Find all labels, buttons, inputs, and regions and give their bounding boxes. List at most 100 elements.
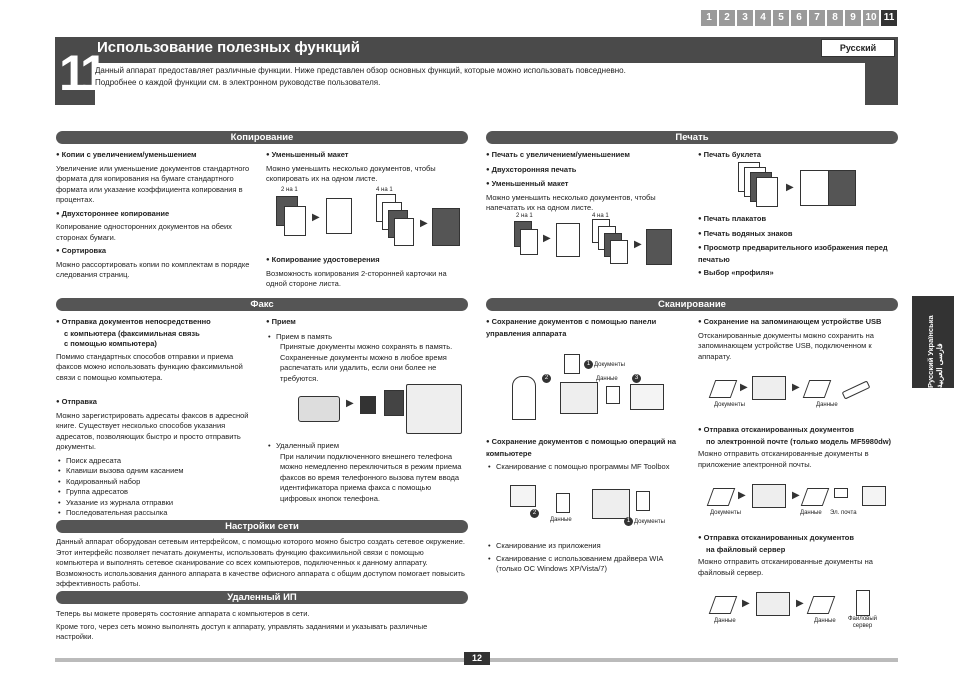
scanner-icon bbox=[752, 484, 786, 508]
usb-drive-icon bbox=[841, 380, 871, 400]
chapter-tab-8[interactable]: 8 bbox=[827, 10, 843, 26]
copy-zoom-text: Увеличение или уменьшение документов ста… bbox=[56, 163, 250, 205]
fax-send-item: Последовательная рассылка bbox=[56, 508, 258, 519]
copy-reduce-text: Можно уменьшить несколько документов, чт… bbox=[266, 163, 436, 184]
chapter-tab-3[interactable]: 3 bbox=[737, 10, 753, 26]
section-print-title: Печать bbox=[486, 131, 898, 144]
chapter-tab-1[interactable]: 1 bbox=[701, 10, 717, 26]
scan-pc-heading: Сохранение документов с помощью операций… bbox=[486, 437, 686, 459]
scanner-icon bbox=[752, 376, 786, 400]
scan-fs-server-label-1: Файловый bbox=[848, 616, 878, 622]
chapter-tab-2[interactable]: 2 bbox=[719, 10, 735, 26]
side-tab-label: Русский Українська فارسی العربية bbox=[926, 315, 944, 388]
copy-id-text: Возможность копирования 2-сторонней карт… bbox=[266, 268, 447, 289]
scan-usb-docs-label: Документы bbox=[714, 402, 745, 408]
intro-line-1: Данный аппарат предоставляет различные ф… bbox=[95, 66, 626, 75]
chapter-tab-4[interactable]: 4 bbox=[755, 10, 771, 26]
scan-email-illustration: ▶ ▶ Документы Данные Эл. почта bbox=[706, 482, 888, 518]
print-4in1-label: 4 на 1 bbox=[592, 213, 609, 219]
section-network-title: Настройки сети bbox=[56, 520, 468, 533]
scan-wia-item: Сканирование с использованием драйвера W… bbox=[486, 554, 686, 575]
scan-app-item: Сканирование из приложения bbox=[486, 541, 686, 552]
file-server-icon bbox=[856, 590, 870, 616]
scan-pc-block: Сохранение документов с помощью операций… bbox=[486, 437, 686, 473]
print-preview-item: Просмотр предварительного изображения пе… bbox=[698, 243, 900, 265]
chapter-tab-7[interactable]: 7 bbox=[809, 10, 825, 26]
copy-duplex-heading: Двухстороннее копирование bbox=[56, 209, 258, 221]
fax-send-item: Указание из журнала отправки bbox=[56, 498, 258, 509]
fax-pc-heading-2: с компьютера (факсимильная связь bbox=[64, 328, 200, 338]
chapter-tab-5[interactable]: 5 bbox=[773, 10, 789, 26]
pc-monitor-icon bbox=[510, 485, 536, 507]
print-zoom-item: Печать с увеличением/уменьшением bbox=[486, 150, 686, 162]
printer-icon bbox=[406, 384, 462, 434]
intro-text: Данный аппарат предоставляет различные ф… bbox=[95, 63, 865, 105]
scan-pc-illustration: 2 Данные 1 Документы bbox=[496, 485, 676, 531]
fax-remote-heading: Удаленный прием bbox=[266, 441, 466, 452]
scan-email-heading-1: Отправка отсканированных документов bbox=[698, 425, 898, 437]
scan-email-text: Можно отправить отсканированные документ… bbox=[698, 449, 869, 469]
fax-send-heading: Отправка bbox=[56, 397, 258, 409]
scan-fs-server-label-2: сервер bbox=[852, 623, 873, 629]
scan-panel-heading: Сохранение документов с помощью панели у… bbox=[486, 317, 676, 339]
remote-ui-block: Теперь вы можете проверять состояние апп… bbox=[56, 609, 466, 643]
print-watermark-item: Печать водяных знаков bbox=[698, 229, 900, 241]
remote-ui-text-2: Кроме того, через сеть можно выполнять д… bbox=[56, 621, 428, 642]
scanner-icon bbox=[560, 382, 598, 414]
scan-fs-data-label-1: Данные bbox=[714, 618, 736, 624]
chapter-tab-10[interactable]: 10 bbox=[863, 10, 879, 26]
print-poster-item: Печать плакатов bbox=[698, 214, 900, 226]
step-3-badge: 3 bbox=[632, 374, 641, 383]
scan-fs-data-label-2: Данные bbox=[814, 618, 836, 624]
fax-pc-text: Помимо стандартных способов отправки и п… bbox=[56, 351, 243, 382]
copy-2in1-label: 2 на 1 bbox=[281, 187, 298, 193]
page-number: 12 bbox=[464, 652, 490, 665]
scan-pc-data-label: Данные bbox=[550, 517, 572, 523]
fax-memory-heading: Прием в память bbox=[266, 332, 466, 343]
scan-pc-docs-label: Документы bbox=[634, 519, 665, 525]
copy-sort-text: Можно рассортировать копии по комплектам… bbox=[56, 259, 250, 280]
print-reduce-text: Можно уменьшить несколько документов, чт… bbox=[486, 192, 656, 213]
step-2-badge: 2 bbox=[530, 509, 539, 518]
envelope-icon bbox=[834, 488, 848, 498]
fax-right-column: Прием Прием в память Принятые документы … bbox=[266, 317, 466, 384]
chapter-header: 11 Использование полезных функций Русски… bbox=[55, 37, 898, 105]
section-fax-title: Факс bbox=[56, 298, 468, 311]
step-1-badge: 1 bbox=[584, 360, 593, 369]
copy-id-block: Копирование удостоверения Возможность ко… bbox=[266, 255, 466, 290]
scan-fileserver-text: Можно отправить отсканированные документ… bbox=[698, 557, 873, 577]
language-badge: Русский bbox=[821, 39, 895, 57]
copy-4in1-label: 4 на 1 bbox=[376, 187, 393, 193]
remote-ui-text-1: Теперь вы можете проверять состояние апп… bbox=[56, 609, 310, 618]
section-scan-title: Сканирование bbox=[486, 298, 898, 311]
print-left-column: Печать с увеличением/уменьшением Двухсто… bbox=[486, 150, 686, 214]
copy-reduce-heading: Уменьшенный макет bbox=[266, 150, 466, 162]
chapter-tab-11[interactable]: 11 bbox=[881, 10, 897, 26]
scan-email-docs-label: Документы bbox=[710, 510, 741, 516]
language-side-tab: Русский Українська فارسی العربية bbox=[912, 296, 954, 388]
monitor-icon bbox=[862, 486, 886, 506]
fax-pc-heading-1: Отправка документов непосредственно bbox=[56, 317, 258, 329]
fax-send-item: Кодированный набор bbox=[56, 477, 258, 488]
section-remote-ui-title: Удаленный ИП bbox=[56, 591, 468, 604]
chapter-tab-9[interactable]: 9 bbox=[845, 10, 861, 26]
monitor-icon bbox=[630, 384, 664, 410]
fax-pc-heading-3: с помощью компьютера) bbox=[64, 339, 157, 348]
print-duplex-item: Двухсторонняя печать bbox=[486, 165, 686, 177]
print-booklet-block: Печать буклета bbox=[698, 150, 898, 162]
copy-id-heading: Копирование удостоверения bbox=[266, 255, 466, 267]
fax-send-item: Группа адресатов bbox=[56, 487, 258, 498]
print-profile-item: Выбор «профиля» bbox=[698, 268, 900, 280]
fax-illustration: ▶ bbox=[296, 382, 466, 440]
fax-send-text: Можно зарегистрировать адресаты факсов в… bbox=[56, 410, 249, 452]
scanner-icon bbox=[756, 592, 790, 616]
step-1-badge: 1 bbox=[624, 517, 633, 526]
copy-duplex-text: Копирование односторонних документов на … bbox=[56, 222, 232, 242]
scan-docs-label: Документы bbox=[594, 362, 625, 368]
page-title: Использование полезных функций bbox=[97, 39, 360, 56]
chapter-tab-6[interactable]: 6 bbox=[791, 10, 807, 26]
scan-fileserver-heading-1: Отправка отсканированных документов bbox=[698, 533, 898, 545]
scan-usb-text: Отсканированные документы можно сохранит… bbox=[698, 330, 874, 361]
person-icon bbox=[512, 376, 536, 420]
fax-memory-text: Принятые документы можно сохранять в пам… bbox=[280, 342, 453, 383]
